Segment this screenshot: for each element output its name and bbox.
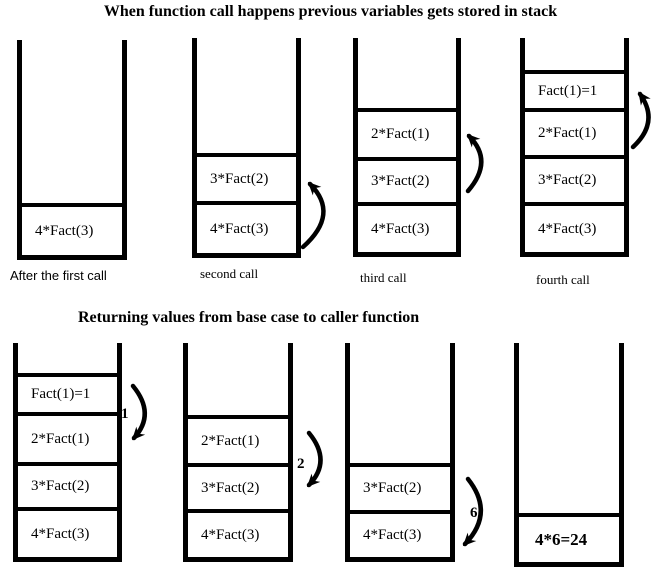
return-value-6: 6 xyxy=(470,505,478,521)
return-arrow-2 xyxy=(306,430,323,488)
stack-cell: 4*Fact(3) xyxy=(350,510,450,557)
final-result-cell: 4*6=24 xyxy=(519,513,619,562)
stack-return-2: 2*Fact(1) 3*Fact(2) 4*Fact(3) xyxy=(183,343,293,562)
stack-cell: 4*Fact(3) xyxy=(188,509,288,557)
stack-return-1: Fact(1)=1 2*Fact(1) 3*Fact(2) 4*Fact(3) xyxy=(13,343,122,562)
stack-cell: 3*Fact(2) xyxy=(18,462,117,507)
push-arrow-second-call xyxy=(300,181,326,250)
stack-cell: 3*Fact(2) xyxy=(350,463,450,510)
stack-cell: 4*Fact(3) xyxy=(197,201,296,253)
stack-second-call: 3*Fact(2) 4*Fact(3) xyxy=(192,38,301,258)
stack-cell: 2*Fact(1) xyxy=(188,415,288,463)
return-value-1: 1 xyxy=(121,406,129,422)
caption-fourth-call: fourth call xyxy=(536,272,590,287)
push-arrow-fourth-call xyxy=(630,91,651,150)
stack-cell: 2*Fact(1) xyxy=(18,412,117,462)
stack-cell: 4*Fact(3) xyxy=(358,202,456,252)
stack-cell: 2*Fact(1) xyxy=(358,108,456,157)
stack-cell: 4*Fact(3) xyxy=(525,202,624,252)
caption-third-call: third call xyxy=(360,270,407,285)
stack-cell: Fact(1)=1 xyxy=(18,373,117,412)
stack-cell: 3*Fact(2) xyxy=(197,153,296,201)
stack-cell: 3*Fact(2) xyxy=(525,155,624,202)
return-arrow-1 xyxy=(130,383,147,441)
caption-second-call: second call xyxy=(200,266,259,281)
caption-first-call: After the first call xyxy=(10,268,107,283)
push-arrow-third-call xyxy=(465,133,484,194)
stack-cell: 3*Fact(2) xyxy=(188,463,288,509)
stack-cell: 4*Fact(3) xyxy=(18,507,117,557)
stack-first-call: 4*Fact(3) xyxy=(17,40,127,260)
stack-fourth-call: Fact(1)=1 2*Fact(1) 3*Fact(2) 4*Fact(3) xyxy=(520,38,629,257)
stack-cell: Fact(1)=1 xyxy=(525,70,624,108)
stack-third-call: 2*Fact(1) 3*Fact(2) 4*Fact(3) xyxy=(353,38,461,257)
stack-cell: 2*Fact(1) xyxy=(525,108,624,155)
return-value-2: 2 xyxy=(297,456,305,472)
stack-cell: 4*Fact(3) xyxy=(22,203,122,255)
top-section-title: When function call happens previous vari… xyxy=(103,3,558,20)
stack-cell: 3*Fact(2) xyxy=(358,157,456,202)
bottom-section-title: Returning values from base case to calle… xyxy=(78,309,420,326)
stack-final-result: 4*6=24 xyxy=(514,343,624,567)
stack-return-6: 3*Fact(2) 4*Fact(3) xyxy=(345,343,455,562)
